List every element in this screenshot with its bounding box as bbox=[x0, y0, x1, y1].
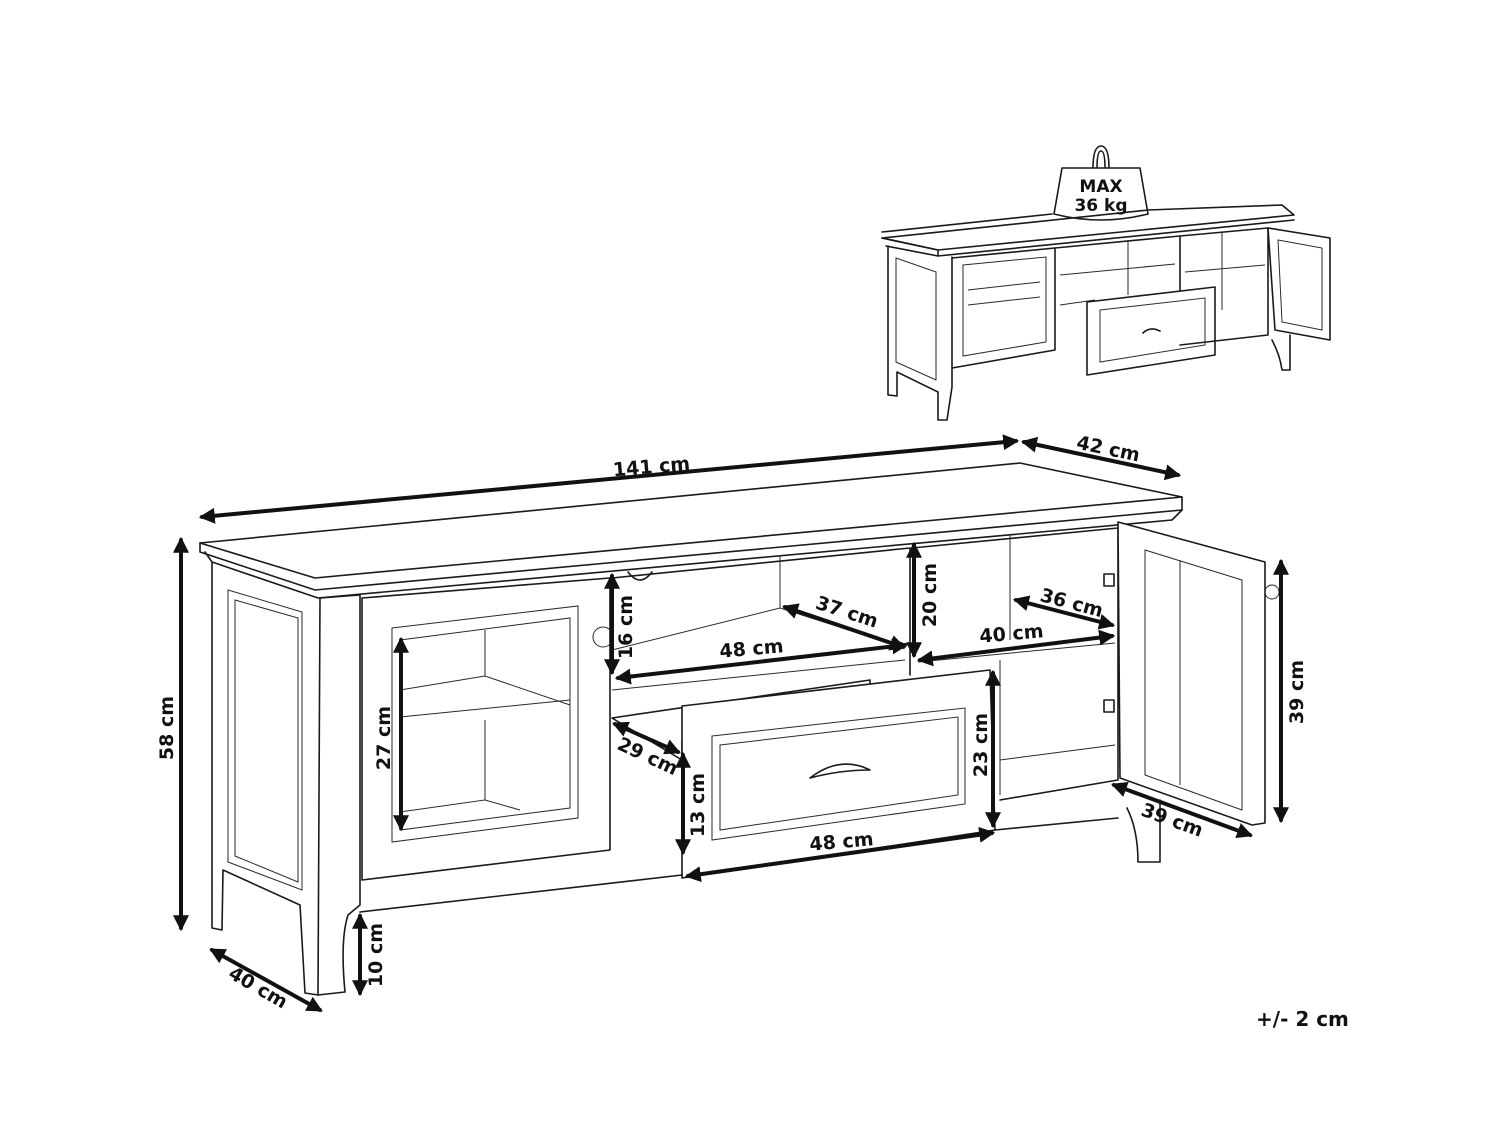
main-cabinet bbox=[199, 462, 1280, 996]
tolerance-note: +/- 2 cm bbox=[1256, 1007, 1349, 1031]
label-right-compartment-height: 39 cm bbox=[1286, 660, 1308, 724]
label-center-shelf-height: 16 cm bbox=[615, 595, 637, 659]
dimension-lines bbox=[173, 434, 1289, 1012]
label-left-door-height: 27 cm bbox=[373, 706, 395, 770]
label-overall-height: 58 cm bbox=[156, 696, 178, 760]
label-right-shelf-height: 20 cm bbox=[919, 563, 941, 627]
weight-label-max: MAX bbox=[1079, 177, 1122, 197]
weight-label-value: 36 kg bbox=[1074, 196, 1127, 216]
label-right-shelf-width: 40 cm bbox=[979, 620, 1045, 648]
label-leg-depth: 40 cm bbox=[225, 962, 292, 1013]
label-leg-height: 10 cm bbox=[365, 923, 387, 987]
label-drawer-front-height: 23 cm bbox=[970, 713, 992, 777]
label-drawer-inner-height: 13 cm bbox=[687, 773, 709, 837]
label-overall-width: 141 cm bbox=[612, 453, 691, 482]
weight-icon: MAX 36 kg bbox=[1053, 145, 1149, 221]
preview-cabinet: MAX 36 kg bbox=[881, 145, 1331, 421]
